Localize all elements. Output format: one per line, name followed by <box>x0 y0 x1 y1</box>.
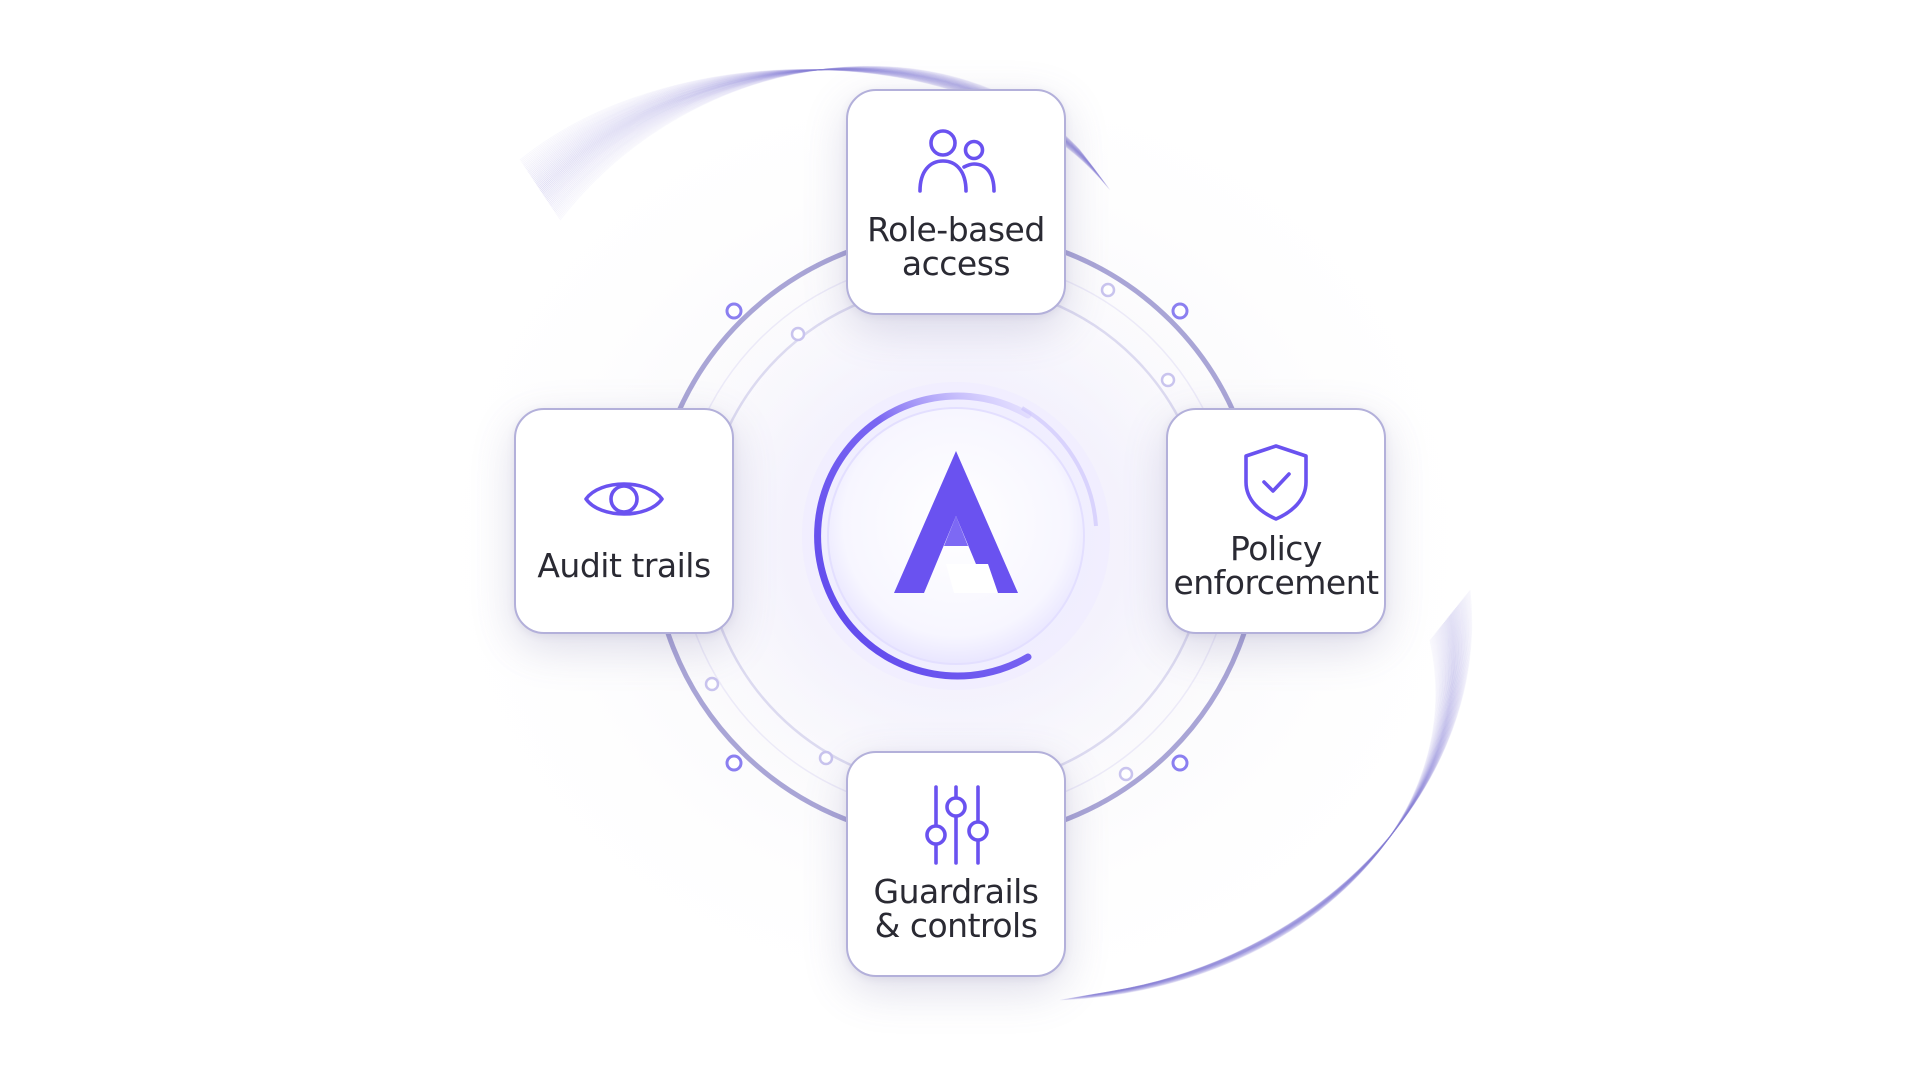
swirl-line <box>1063 636 1439 1000</box>
ring-small-dot <box>1118 766 1134 782</box>
card-guardrails-controls[interactable]: Guardrails & controls <box>846 751 1066 977</box>
swirl-line <box>1066 634 1440 1000</box>
swirl-line <box>1088 616 1453 996</box>
swirl-line <box>1117 592 1471 991</box>
ring-small-dot <box>1100 282 1116 298</box>
swirl-line <box>1079 623 1448 998</box>
swirl-line <box>1104 602 1463 993</box>
card-label: Audit trails <box>537 546 711 585</box>
swirl-line <box>1114 594 1469 992</box>
swirl-line <box>1065 635 1440 1000</box>
hub-arc <box>814 392 1032 680</box>
swirl-line <box>1107 600 1465 993</box>
swirl-line <box>1070 631 1443 999</box>
swirl-line <box>1090 614 1455 996</box>
shield-check-icon <box>1244 444 1308 521</box>
swirl-line <box>1119 589 1472 991</box>
swirl-line <box>1095 610 1458 995</box>
ring-small-dot <box>790 326 806 342</box>
swirl-line <box>1109 598 1466 993</box>
swirl-line <box>1062 637 1438 1001</box>
swirl-line <box>1086 617 1453 996</box>
card-policy-enforcement[interactable]: Policy enforcement <box>1166 408 1386 634</box>
eye-icon <box>584 482 664 516</box>
a-logo-icon <box>894 451 1018 593</box>
ring-node-dot <box>1171 302 1189 320</box>
swirl-line <box>1118 591 1472 991</box>
swirl-line <box>1110 597 1467 992</box>
swirl-line <box>1075 627 1446 998</box>
center-hub <box>802 382 1110 690</box>
card-label: Policy enforcement <box>1173 529 1379 602</box>
swirl-line <box>1098 608 1459 995</box>
swirl-line <box>1067 633 1441 1000</box>
ring-dots <box>704 282 1189 782</box>
swirl-line <box>1108 599 1466 993</box>
swirl-line <box>1099 606 1460 994</box>
swirl-line <box>1094 611 1457 995</box>
swirl-line <box>1071 630 1443 999</box>
swirl-line <box>1081 621 1450 997</box>
card-audit-trails[interactable]: Audit trails <box>514 408 734 634</box>
swirl-line <box>1061 638 1437 1001</box>
card-label: Role-based access <box>867 210 1045 283</box>
ring-small-dot <box>818 750 834 766</box>
ring-node-dot <box>725 754 743 772</box>
swirl-line <box>1074 628 1445 999</box>
swirl-line <box>1059 639 1437 1001</box>
users-icon <box>918 129 996 193</box>
swirl-line <box>1093 612 1456 995</box>
swirl-line <box>1105 601 1464 993</box>
swirl-line <box>1096 609 1459 995</box>
swirl-line <box>1091 613 1456 996</box>
swirl-line <box>1068 632 1442 999</box>
swirl-line <box>1112 596 1468 992</box>
swirl-line <box>1082 620 1450 997</box>
ring-node-dot <box>725 302 743 320</box>
ring-node-dot <box>1171 754 1189 772</box>
swirl-line <box>1076 626 1446 998</box>
swirl-line <box>1080 622 1449 998</box>
swirl-line <box>1077 625 1447 998</box>
hub-arc-glow <box>1021 406 1098 527</box>
swirl-line <box>1089 615 1454 996</box>
card-label: Guardrails & controls <box>873 872 1039 945</box>
swirl-line <box>1085 618 1452 997</box>
swirl-line <box>1100 605 1461 994</box>
ring-small-dot <box>1160 372 1176 388</box>
swirl-line <box>1116 593 1470 992</box>
swirl-line <box>1072 629 1444 999</box>
swirl-line <box>1113 595 1469 992</box>
swirl-line <box>1103 603 1462 994</box>
card-role-based-access[interactable]: Role-based access <box>846 89 1066 315</box>
sliders-icon <box>925 785 989 865</box>
ring-small-dot <box>704 676 720 692</box>
swirl-line <box>1084 619 1451 997</box>
swirl-line <box>1102 604 1462 994</box>
